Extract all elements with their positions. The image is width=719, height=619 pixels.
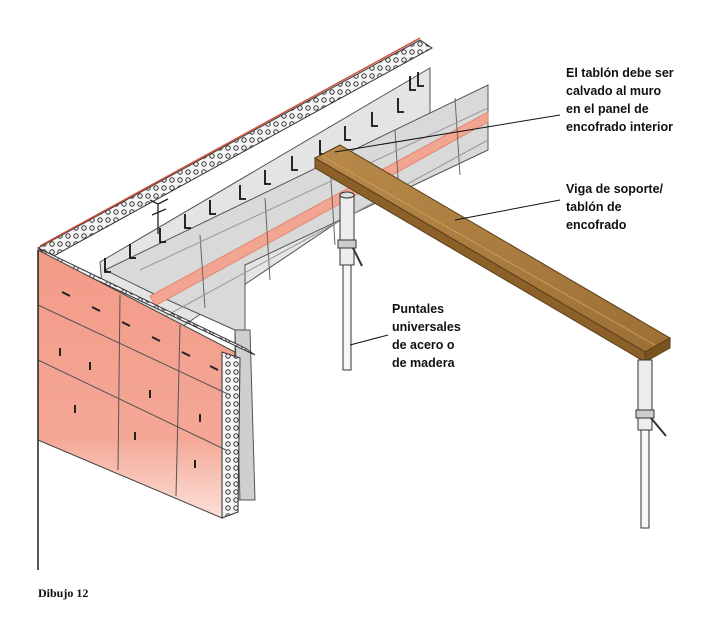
props-note: Puntales universales de acero o de mader… <box>392 300 492 372</box>
beam-note-line-2: tablón de <box>566 200 622 214</box>
bracket <box>149 198 169 234</box>
props-note-line-2: universales <box>392 320 461 334</box>
exterior-panel <box>37 249 241 519</box>
plank-nail-note: El tablón debe ser calvado al muro en el… <box>566 64 714 136</box>
plank-note-line-1: El tablón debe ser <box>566 66 674 80</box>
rebar-ties <box>104 72 424 273</box>
plank-note-line-3: en el panel de <box>566 102 649 116</box>
beam-note-line-1: Viga de soporte/ <box>566 182 664 196</box>
plank-note-line-2: calvado al muro <box>566 84 662 98</box>
props-note-line-1: Puntales <box>392 302 445 316</box>
plank-note-line-4: encofrado interior <box>566 120 673 134</box>
prop-right <box>635 359 667 529</box>
leader-lines <box>334 114 561 346</box>
figure-caption: Dibujo 12 <box>38 586 89 600</box>
props-note-line-4: de madera <box>392 356 455 370</box>
props-note-line-3: de acero o <box>392 338 455 352</box>
support-beam <box>313 144 672 363</box>
prop-left <box>337 191 363 371</box>
beam-note: Viga de soporte/ tablón de encofrado <box>566 180 706 234</box>
beam-note-line-3: encofrado <box>566 218 627 232</box>
